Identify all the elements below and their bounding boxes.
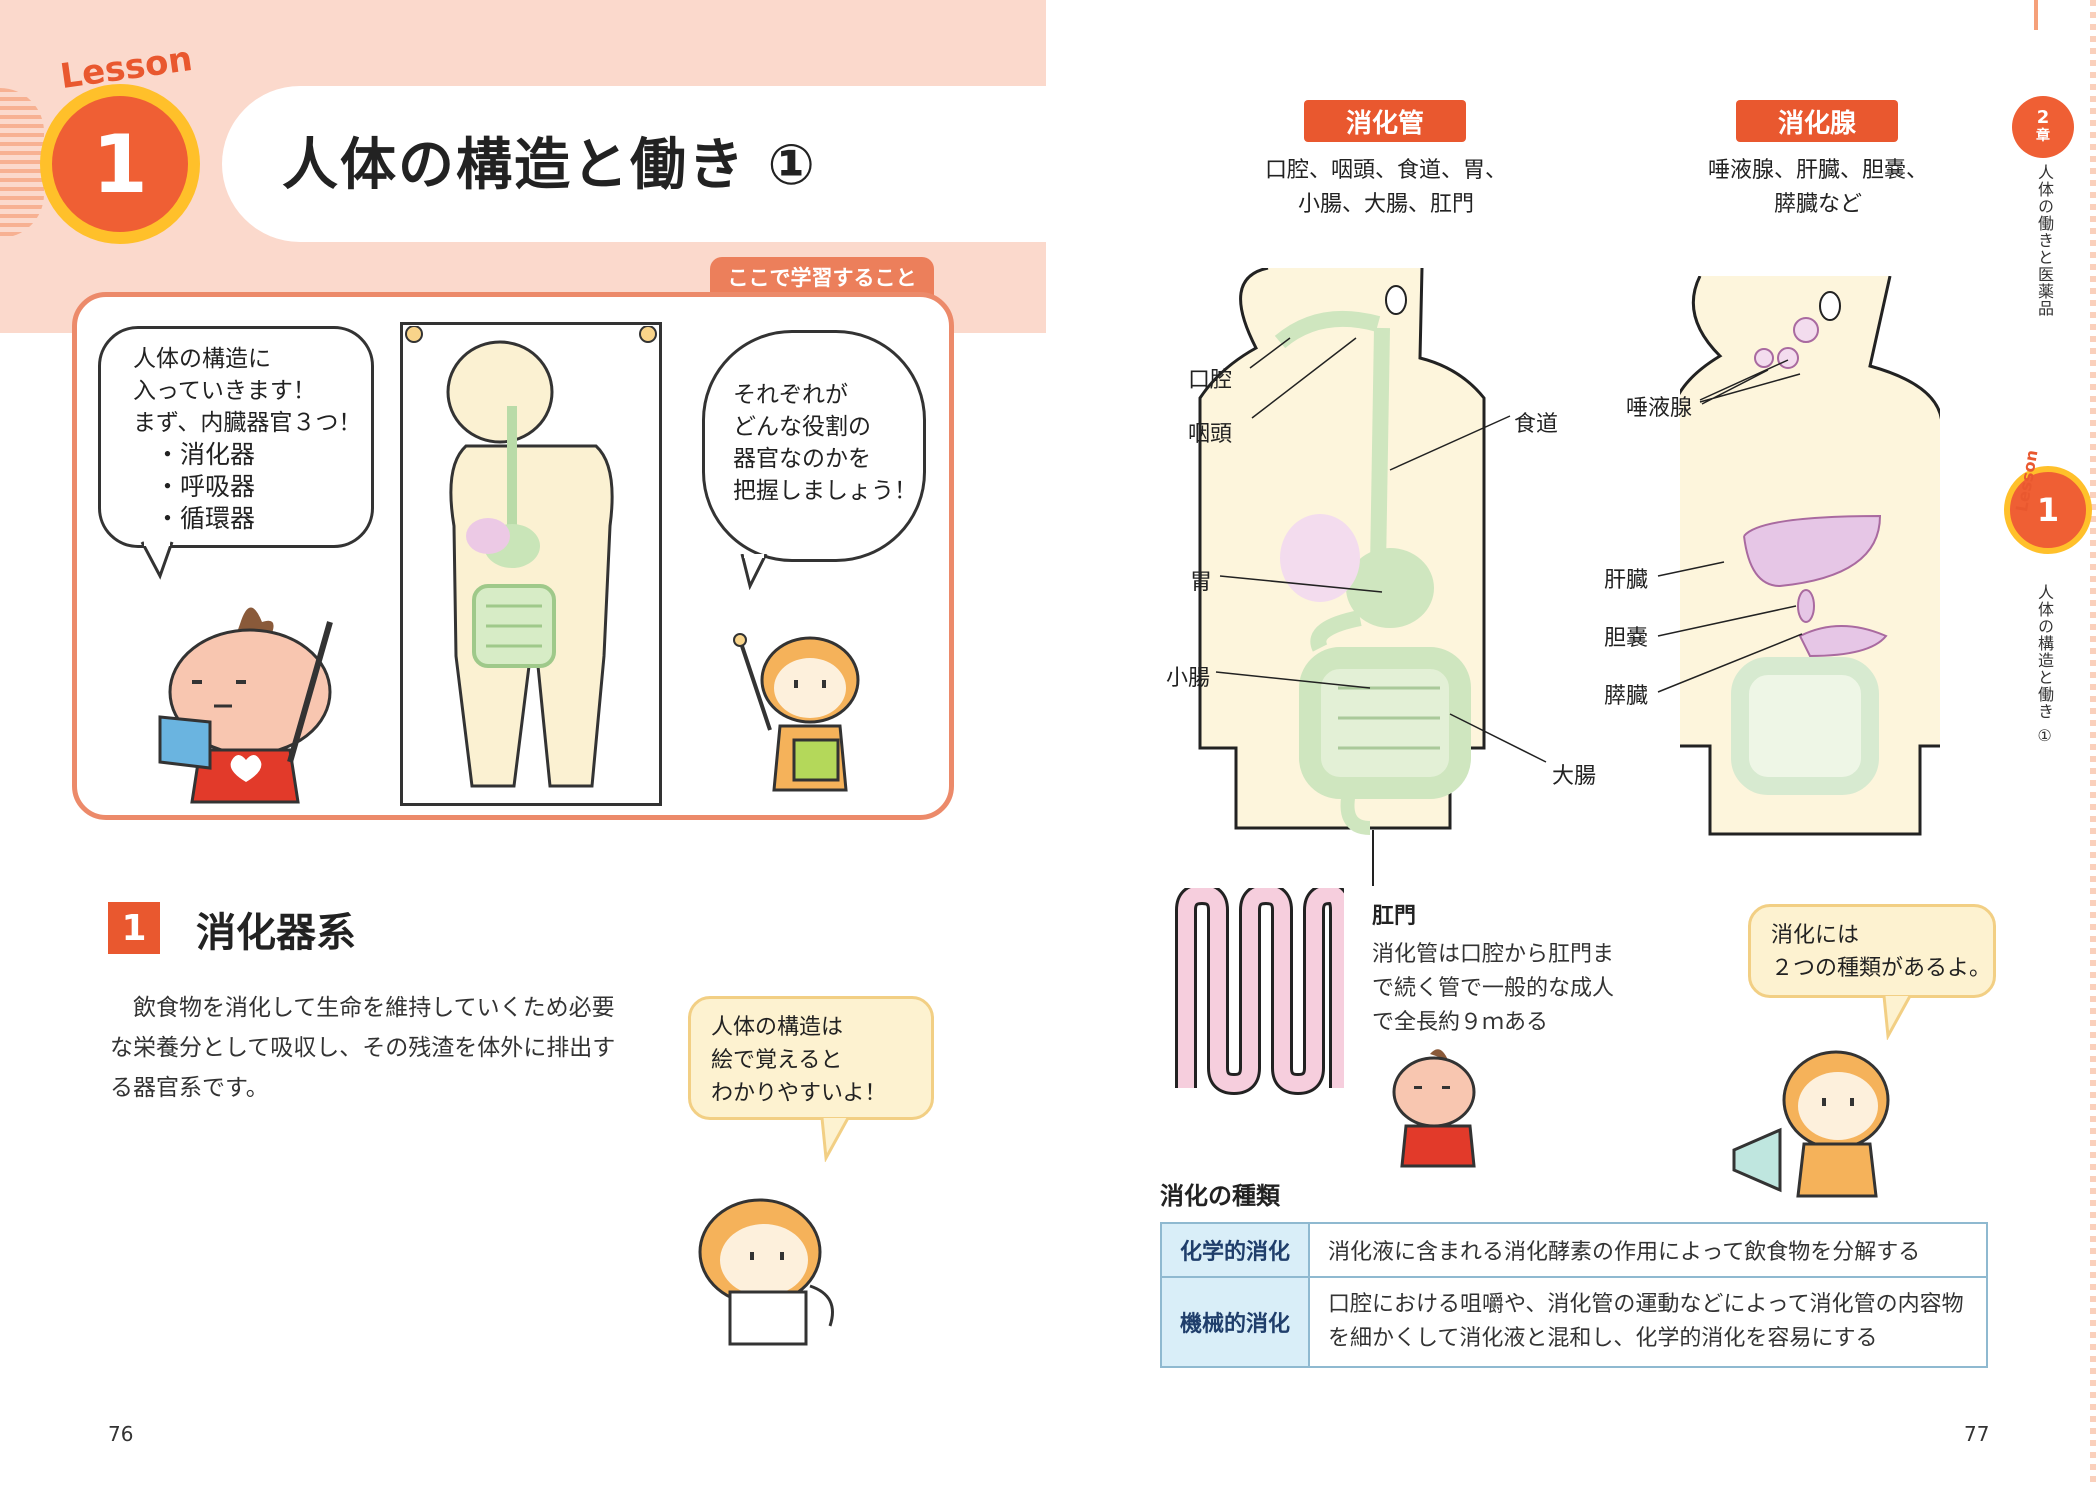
caption-line: 唾液腺、肝臓、胆嚢、 (1707, 158, 1928, 183)
body-line: る器官系です。 (110, 1075, 269, 1101)
note-line: 消化には (1771, 923, 1860, 948)
cell-line: を細かくして消化液と混和し、化学的消化を容易にする (1328, 1326, 1878, 1351)
anus-line: で続く管で一般的な成人 (1372, 976, 1615, 1001)
section-number: 1 (108, 902, 160, 954)
tip-note-right: 消化には ２つの種類があるよ。 (1748, 904, 1996, 998)
folded-tube-illustration (1175, 888, 1344, 1096)
monkey-writing-character (698, 1198, 834, 1346)
label-liver: 肝臓 (1604, 568, 1649, 593)
cell-line: 消化液に含まれる消化酵素の作用によって飲食物を分解する (1328, 1240, 1921, 1265)
table-head-cell: 機械的消化 (1160, 1276, 1310, 1368)
caption-digestive-gland: 唾液腺、肝臓、胆嚢、 膵臓など (1676, 154, 1960, 222)
table-cell: 消化液に含まれる消化酵素の作用によって飲食物を分解する (1308, 1222, 1988, 1278)
bubble-item: ・呼吸器 (155, 472, 256, 501)
bubble-line: 器官なのかを (733, 446, 871, 472)
caption-line: 小腸、大腸、肛門 (1297, 192, 1474, 217)
bubble-line: どんな役割の (733, 414, 871, 440)
label-esophagus: 食道 (1514, 412, 1559, 437)
chapter-badge: 2 章 (2012, 96, 2074, 158)
digestive-gland-diagram (1680, 276, 1940, 836)
body-line: 飲食物を消化して生命を維持していくため必要 (110, 995, 615, 1021)
anus-line: で全長約９ｍある (1372, 1010, 1549, 1035)
baby-character (158, 607, 333, 804)
speech-bubble-left: 人体の構造に 入っていきます！ まず、内臓器官３つ！ ・消化器 ・呼吸器 ・循環… (98, 326, 374, 548)
section-title: 消化器系 (196, 910, 356, 956)
note-tail (820, 1118, 850, 1162)
caption-line: 口腔、咽頭、食道、胃、 (1264, 158, 1507, 183)
note-line: わかりやすいよ！ (711, 1081, 887, 1106)
monkey-megaphone-character (1732, 1050, 1890, 1198)
body-line: な栄養分として吸収し、その残渣を体外に排出す (110, 1035, 616, 1061)
anus-title: 肛門 (1372, 904, 1417, 929)
caption-line: 膵臓など (1773, 192, 1862, 217)
monkey-character (733, 633, 860, 792)
digestion-types-table: 化学的消化 消化液に含まれる消化酵素の作用によって飲食物を分解する 機械的消化 … (1160, 1222, 1988, 1368)
title-pill (222, 86, 1046, 242)
edge-mark (2034, 0, 2038, 30)
digestive-tract-diagram (1198, 268, 1486, 835)
anus-line: 消化管は口腔から肛門ま (1372, 942, 1615, 967)
table-row: 機械的消化 口腔における咀嚼や、消化管の運動などによって消化管の内容物 を細かく… (1160, 1276, 1988, 1368)
leader-lines (1215, 337, 1547, 763)
label-salivary-gland: 唾液腺 (1626, 396, 1693, 421)
bubble-tail (740, 554, 768, 590)
speech-bubble-right: それぞれが どんな役割の 器官なのかを 把握しましょう！ (702, 330, 926, 562)
label-pharynx: 咽頭 (1188, 422, 1233, 447)
decorative-stripe (0, 88, 44, 238)
leader-lines-right (1657, 359, 1803, 693)
edge-stripe (2090, 0, 2096, 1488)
lesson-badge: 1 (40, 84, 200, 244)
anus-leader-line (1372, 830, 1374, 886)
page-number-right: 77 (1964, 1422, 1990, 1446)
bubble-item: ・循環器 (155, 504, 256, 533)
table-head-cell: 化学的消化 (1160, 1222, 1310, 1278)
chapter-kanji: 章 (2036, 128, 2050, 144)
page-title: 人体の構造と働き ① (282, 133, 817, 198)
note-line: ２つの種類があるよ。 (1771, 956, 1992, 981)
lesson-side-title: 人体の構造と働き ① (2035, 584, 2054, 747)
label-pancreas: 膵臓 (1604, 684, 1649, 709)
note-line: 絵で覚えると (711, 1048, 843, 1073)
lesson-side-badge: 1 (2004, 466, 2092, 554)
label-stomach: 胃 (1190, 570, 1213, 595)
label-large-intestine: 大腸 (1552, 764, 1597, 789)
table-cell: 口腔における咀嚼や、消化管の運動などによって消化管の内容物 を細かくして消化液と… (1308, 1276, 1988, 1368)
chapter-title: 人体の働きと医薬品 (2035, 164, 2054, 317)
note-line: 人体の構造は (711, 1015, 844, 1040)
bubble-tail (140, 540, 174, 580)
bubble-text: それぞれが どんな役割の 器官なのかを 把握しましょう！ (733, 379, 917, 507)
tag-digestive-gland: 消化腺 (1736, 100, 1898, 142)
body-text: 飲食物を消化して生命を維持していくため必要 な栄養分として吸収し、その残渣を体外… (110, 988, 630, 1108)
page-number-left: 76 (108, 1422, 134, 1446)
anus-description: 消化管は口腔から肛門ま で続く管で一般的な成人 で全長約９ｍある (1372, 938, 1614, 1040)
baby-running-character (1392, 1049, 1476, 1168)
bubble-line: まず、内臓器官３つ！ (133, 410, 362, 436)
tag-digestive-tract: 消化管 (1304, 100, 1466, 142)
bubble-text: 人体の構造に 入っていきます！ まず、内臓器官３つ！ ・消化器 ・呼吸器 ・循環… (133, 343, 361, 535)
body-figure-illustration (405, 326, 657, 788)
note-tail (1882, 996, 1912, 1040)
bubble-line: 把握しましょう！ (733, 478, 917, 504)
table-title: 消化の種類 (1160, 1182, 1280, 1210)
bubble-line: 人体の構造に (133, 346, 271, 372)
bubble-line: それぞれが (733, 382, 848, 408)
label-gallbladder: 胆嚢 (1604, 626, 1649, 651)
caption-digestive-tract: 口腔、咽頭、食道、胃、 小腸、大腸、肛門 (1246, 154, 1526, 222)
chapter-number: 2 (2036, 107, 2050, 128)
bubble-line: 入っていきます！ (133, 378, 316, 404)
learn-tab: ここで学習すること (710, 257, 934, 297)
cell-line: 口腔における咀嚼や、消化管の運動などによって消化管の内容物 (1328, 1292, 1964, 1317)
tip-note: 人体の構造は 絵で覚えると わかりやすいよ！ (688, 996, 934, 1120)
label-small-intestine: 小腸 (1166, 666, 1211, 691)
table-row: 化学的消化 消化液に含まれる消化酵素の作用によって飲食物を分解する (1160, 1222, 1988, 1278)
label-mouth: 口腔 (1188, 368, 1233, 393)
bubble-item: ・消化器 (155, 440, 256, 469)
